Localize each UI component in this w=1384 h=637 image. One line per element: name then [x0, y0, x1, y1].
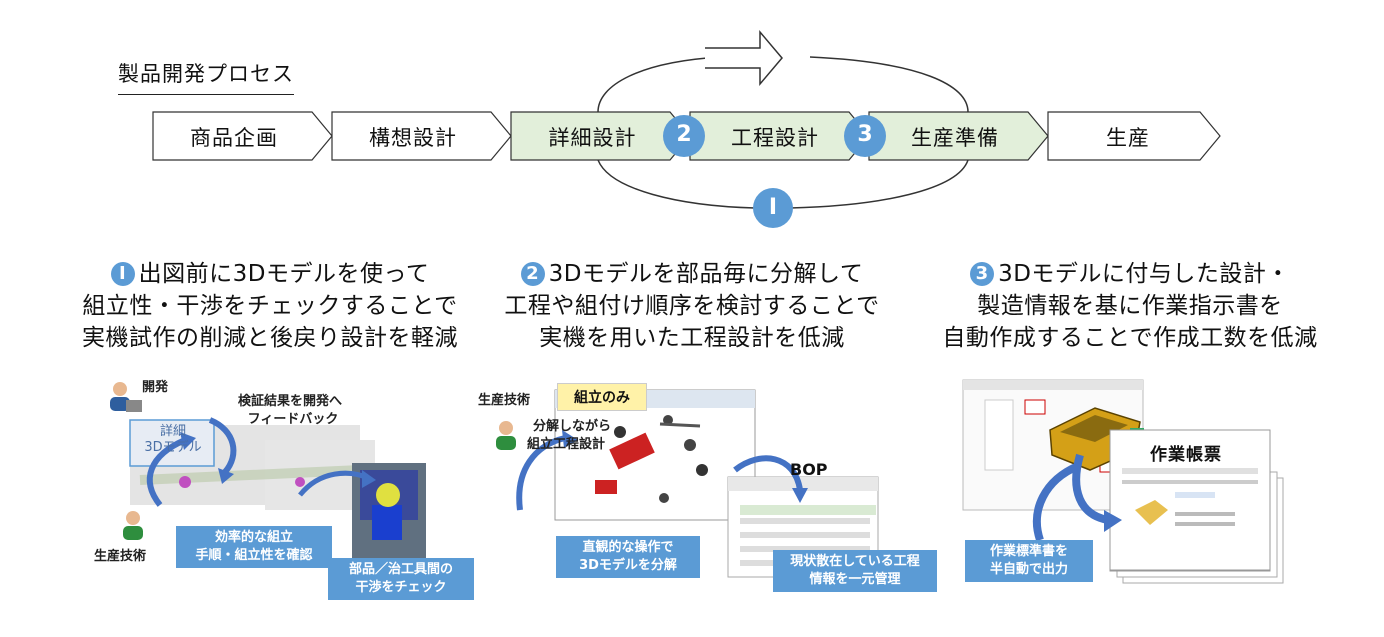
role-development: 開発: [142, 380, 169, 395]
feedback-note: 検証結果を開発へ フィードバック: [238, 393, 342, 429]
heading-1-number: I: [110, 262, 135, 286]
callout-interference-line-2: 干渉をチェック: [355, 580, 447, 595]
heading-1-line-3: 実機試作の削減と後戻り設計を軽減: [82, 325, 458, 351]
heading-3-number: 3: [970, 262, 995, 286]
role-production-engineering-1: 生産技術: [94, 549, 147, 564]
model-label-line-2: 3Dモデル: [144, 440, 202, 455]
heading-1-line-1: 出図前に3Dモデルを使って: [138, 261, 430, 287]
role-production-engineering-2: 生産技術: [478, 393, 531, 408]
heading-2-number: 2: [520, 262, 545, 286]
disassembly-note-line-1: 分解しながら: [533, 419, 612, 434]
step-concept-design: 構想設計: [369, 126, 457, 150]
detail-3d-model-label: 詳細 3Dモデル: [142, 424, 204, 456]
callout-semi-auto-line-1: 作業標準書を: [989, 544, 1068, 559]
disassembly-note: 分解しながら 組立工程設計: [527, 418, 611, 454]
callout-interference-check: 部品／治工具間の 干渉をチェック: [328, 558, 474, 600]
page-title: 製品開発プロセス: [118, 58, 294, 95]
circle-number-2: 2: [676, 122, 692, 147]
heading-1-line-2: 組立性・干渉をチェックすることで: [82, 293, 458, 319]
step-detail-design: 詳細設計: [548, 126, 637, 150]
assembly-only-tab: 組立のみ: [557, 383, 647, 411]
feedback-line-1: 検証結果を開発へ: [238, 394, 343, 409]
disassembly-note-line-2: 組立工程設計: [527, 437, 606, 452]
callout-centralize-line-1: 現状散在している工程: [790, 554, 920, 569]
circle-number-3: 3: [857, 122, 873, 147]
callout-assembly-check: 効率的な組立 手順・組立性を確認: [176, 526, 332, 568]
step-planning: 商品企画: [190, 126, 278, 150]
heading-2-line-3: 実機を用いた工程設計を低減: [539, 325, 845, 351]
callout-intuitive-line-2: 3Dモデルを分解: [579, 558, 677, 573]
callout-centralize-process-info: 現状散在している工程 情報を一元管理: [773, 550, 937, 592]
callout-assembly-line-1: 効率的な組立: [214, 530, 293, 545]
heading-2-line-2: 工程や組付け順序を検討することで: [504, 293, 880, 319]
callout-semi-auto-line-2: 半自動で出力: [989, 562, 1068, 577]
work-form-title: 作業帳票: [1150, 445, 1222, 465]
circle-number-1: I: [768, 195, 778, 220]
step-production-prep: 生産準備: [911, 126, 999, 150]
step-production: 生産: [1106, 126, 1150, 150]
step-process-design: 工程設計: [731, 126, 819, 150]
callout-interference-line-1: 部品／治工具間の: [348, 562, 453, 577]
callout-intuitive-line-1: 直観的な操作で: [582, 540, 674, 555]
callout-assembly-line-2: 手順・組立性を確認: [195, 548, 313, 563]
heading-3-line-3: 自動作成することで作成工数を低減: [942, 325, 1318, 351]
feedback-line-2: フィードバック: [247, 412, 339, 427]
heading-3-line-2: 製造情報を基に作業指示書を: [977, 293, 1283, 319]
heading-3-line-1: 3Dモデルに付与した設計・: [998, 261, 1290, 287]
heading-2-line-1: 3Dモデルを部品毎に分解して: [548, 261, 864, 287]
callout-centralize-line-2: 情報を一元管理: [809, 572, 901, 587]
callout-intuitive-disassembly: 直観的な操作で 3Dモデルを分解: [556, 536, 700, 578]
callout-semi-auto-output: 作業標準書を 半自動で出力: [965, 540, 1093, 582]
model-label-line-1: 詳細: [159, 424, 186, 439]
bop-label: BOP: [790, 460, 828, 479]
